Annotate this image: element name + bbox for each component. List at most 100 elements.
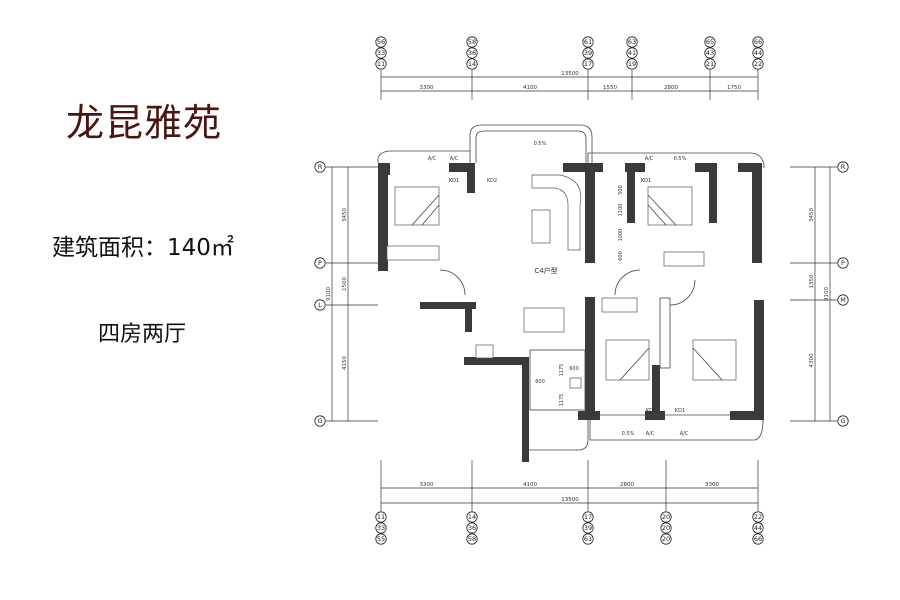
axis-bubble: 66: [752, 36, 764, 48]
axis-bubble: 20: [660, 511, 672, 523]
axis-label: 63: [628, 38, 636, 46]
axis-bubble: 39: [582, 47, 594, 59]
axis-label: 20: [662, 535, 670, 543]
dining-table-icon: [523, 307, 565, 333]
building-outline: [377, 124, 765, 462]
axis-bubble: 22: [752, 58, 764, 70]
ac-label: A/C: [680, 431, 689, 437]
dim-label: 3300: [420, 85, 434, 91]
dim-label: 1175: [559, 364, 565, 377]
axis-label: 44: [754, 524, 762, 532]
bed-icon: [605, 339, 650, 381]
axis-label: 17: [584, 513, 592, 521]
sofa-icon: [531, 174, 582, 251]
dim-label: 1100: [618, 204, 624, 217]
axis-label: 22: [754, 60, 762, 68]
axis-bubble: 61: [582, 36, 594, 48]
axis-bubble: R: [837, 161, 849, 173]
axis-label: 11: [377, 513, 385, 521]
axis-label: 39: [584, 49, 592, 57]
dim-label: 3300: [420, 482, 434, 488]
axis-bubble: 39: [582, 522, 594, 534]
axis-bubble: P: [837, 257, 849, 269]
axis-bubble: 63: [626, 36, 638, 48]
dim-label: 1750: [727, 85, 741, 91]
axis-label: L: [318, 301, 322, 309]
axis-label: 20: [662, 513, 670, 521]
dim-label: 13500: [561, 497, 579, 503]
slope-label: 0.5%: [622, 431, 635, 437]
axis-label: 65: [706, 38, 714, 46]
door-label: KD1: [646, 408, 656, 414]
axis-label: 19: [628, 60, 636, 68]
axis-bubble: 33: [375, 522, 387, 534]
axis-bubble: 20: [660, 522, 672, 534]
axis-label: 20: [662, 524, 670, 532]
axis-label: 61: [584, 535, 592, 543]
dim-label: 4300: [809, 353, 815, 367]
axis-label: 14: [468, 60, 476, 68]
dim-label: 13500: [561, 71, 579, 77]
dim-label: 1000: [618, 229, 624, 242]
axis-label: G: [317, 417, 322, 425]
ac-label: A/C: [428, 156, 437, 162]
axis-label: P: [841, 259, 845, 267]
bed-icon: [692, 339, 737, 381]
dim-label: 600: [535, 379, 545, 385]
dim-label: 9100: [824, 287, 830, 301]
axis-label: 36: [468, 49, 476, 57]
door-label: KD1: [675, 408, 685, 414]
axis-bubble: 33: [375, 47, 387, 59]
axis-bubble: 19: [626, 58, 638, 70]
axis-bubble: 11: [375, 511, 387, 523]
axis-bubble: 17: [582, 511, 594, 523]
dim-label: 1350: [809, 274, 815, 288]
axis-bubble: 41: [626, 47, 638, 59]
dim-label: 3450: [809, 208, 815, 222]
dim-label: 600: [569, 366, 579, 372]
axis-label: 55: [377, 535, 385, 543]
axis-label: 14: [468, 513, 476, 521]
coffee-table-icon: [531, 209, 551, 244]
axis-label: 17: [584, 60, 592, 68]
axis-bubble: 61: [582, 533, 594, 545]
axis-label: 66: [754, 535, 762, 543]
axis-bubble: 66: [752, 533, 764, 545]
axis-bubble: 43: [704, 47, 716, 59]
building-area: 建筑面积：140㎡: [52, 235, 234, 261]
axis-bubble: P: [314, 257, 326, 269]
axis-bubble: 36: [466, 47, 478, 59]
dim-label: 4100: [523, 85, 537, 91]
axis-bubble: 20: [660, 533, 672, 545]
door-label: KD1: [641, 178, 651, 184]
axis-bubble: 14: [466, 511, 478, 523]
axis-label: 39: [584, 524, 592, 532]
axis-bubble: R: [314, 161, 326, 173]
slope-label: 0.5%: [674, 156, 687, 162]
axis-label: 44: [754, 49, 762, 57]
dim-label: 4150: [342, 356, 348, 370]
dim-label: 1500: [342, 277, 348, 291]
dim-label: 2800: [664, 85, 678, 91]
axis-bubble: 65: [704, 36, 716, 48]
room-layout: 四房两厅: [98, 322, 187, 347]
axis-label: 41: [628, 49, 636, 57]
axis-label: 66: [754, 38, 762, 46]
dim-label: 3300: [705, 482, 719, 488]
dim-label: 1175: [559, 394, 565, 407]
axis-label: R: [318, 163, 323, 171]
axis-bubble: 58: [466, 533, 478, 545]
dim-label: 2800: [620, 482, 634, 488]
axis-bubble: G: [837, 415, 849, 427]
axis-label: 21: [706, 60, 714, 68]
axis-bubble: 55: [375, 533, 387, 545]
axis-bubble: M: [837, 294, 849, 306]
dim-label: 4100: [523, 482, 537, 488]
bed-icon: [647, 186, 693, 226]
bed-icon: [394, 186, 440, 226]
ac-label: A/C: [645, 156, 654, 162]
axis-label: 33: [377, 49, 385, 57]
